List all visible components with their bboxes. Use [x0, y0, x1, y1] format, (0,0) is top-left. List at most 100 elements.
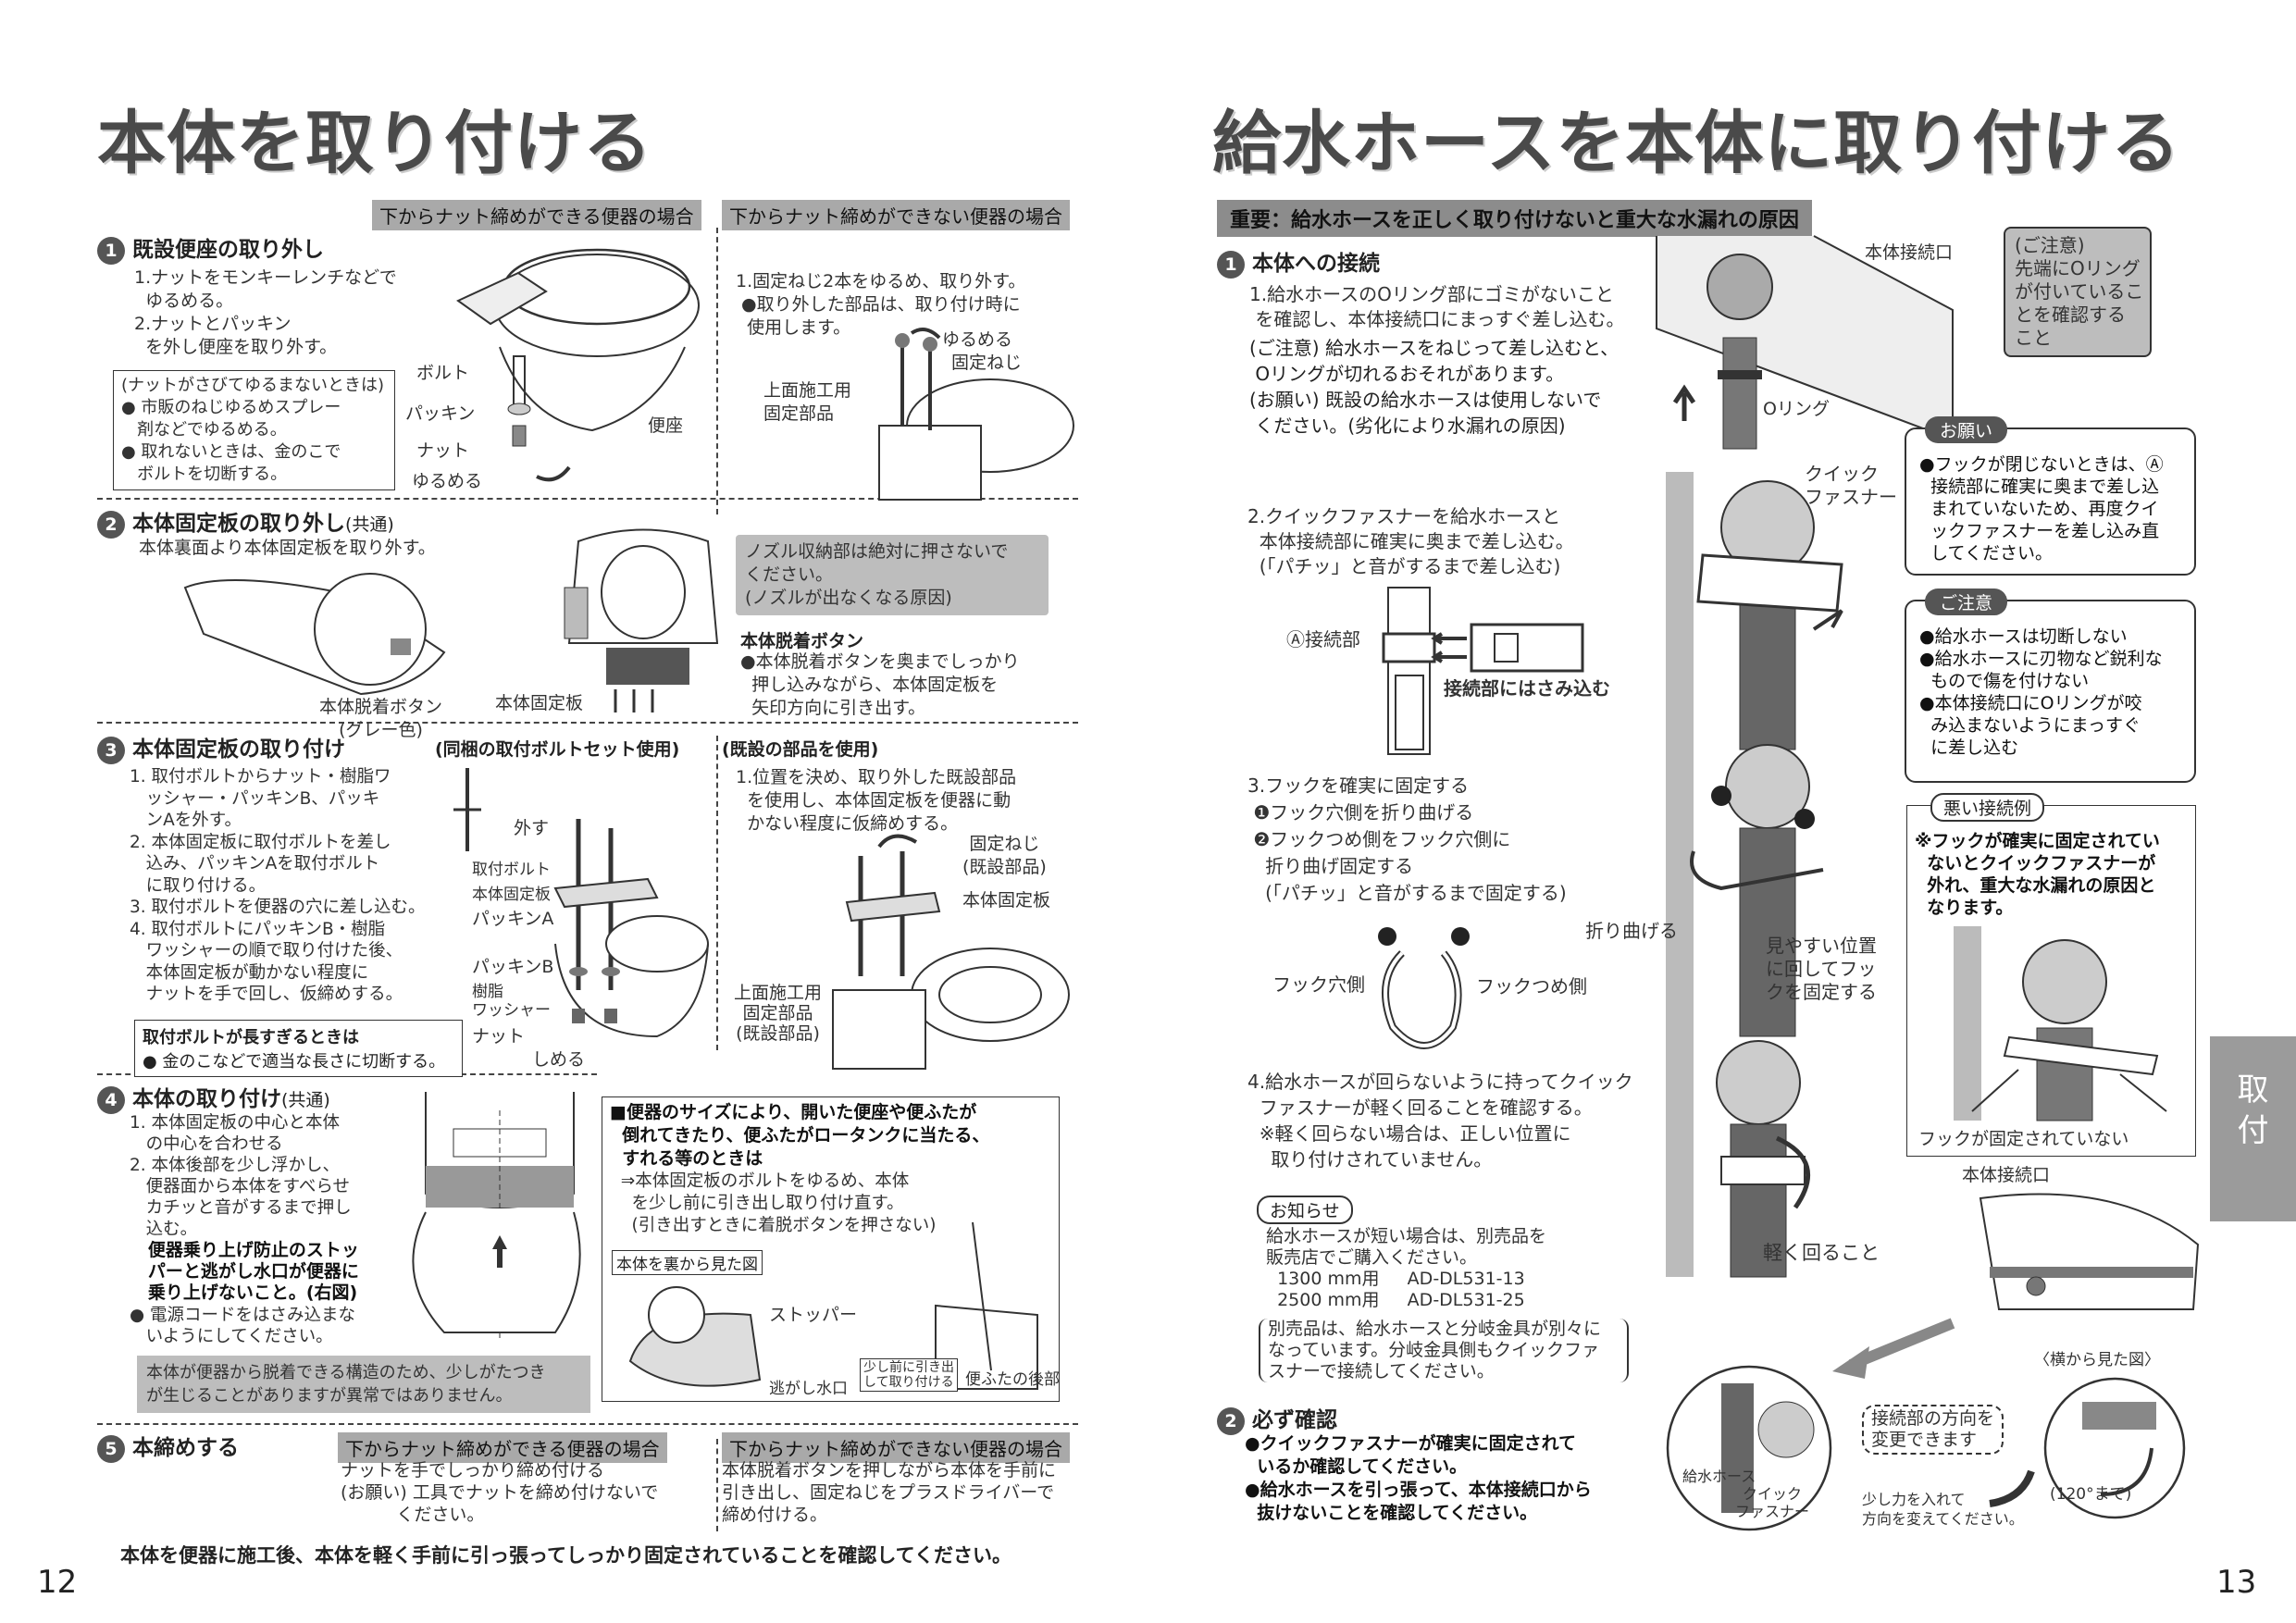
toilet-seat-illustration: [456, 248, 700, 482]
bad-example-box: 悪い接続例 ※フックが確実に固定されてい ないとクイックファスナーが 外れ、重大…: [1906, 793, 2196, 1157]
body-alignment-illustration: [412, 1092, 581, 1342]
section-divider: [97, 722, 1078, 724]
oring-caution-box: (ご注意) 先端にOリング が付いているこ とを確認する こと: [2004, 227, 2152, 357]
step3-subtitle-b: (既設の部品を使用): [722, 739, 879, 760]
important-warning-header: 重要：給水ホースを正しく取り付けないと重大な水漏れの原因: [1217, 200, 1812, 237]
label-release-button-gray: 本体脱着ボタン (グレー色): [319, 697, 443, 740]
header-nut-ok: 下からナット締めができる便器の場合: [372, 200, 701, 230]
step5-text-a: ナットを手でしっかり締め付ける (お願い) 工具でナットを締め付けないで くださ…: [341, 1460, 659, 1525]
zoom-circles: [1666, 1365, 2186, 1531]
label-top-parts-existing: 上面施工用 固定部品 (既設部品): [734, 983, 823, 1044]
label-plate-s3: 本体固定板: [472, 886, 551, 904]
step-number: 1: [1217, 250, 1245, 279]
step3-title: 3 本体固定板の取り付け: [97, 731, 345, 764]
request-box: お願い ●フックが閉じないときは、Ⓐ 接続部に確実に奥まで差し込 まれていないた…: [1905, 416, 2196, 576]
label-loosen: ゆるめる: [412, 471, 483, 491]
rattle-note: 本体が便器から脱着できる構造のため、少しがたつき が生じることがありますが異常で…: [137, 1356, 590, 1413]
label-packing-a: パッキンA: [472, 909, 554, 929]
label-hook-hole: フック穴側: [1272, 973, 1365, 996]
label-fix-screw-existing: 固定ねじ (既設部品): [962, 834, 1047, 877]
label-apply-force: 少し力を入れて 方向を変えてください。: [1862, 1491, 2024, 1528]
step-title-text: 本体固定板の取り付け: [132, 737, 345, 762]
step-title-text: 本体固定板の取り外し: [132, 512, 345, 536]
label-tighten: しめる: [532, 1049, 586, 1070]
column-divider: [716, 1439, 718, 1531]
step-title-text: 本体への接続: [1252, 252, 1380, 276]
step5-text-b: 本体脱着ボタンを押しながら本体を手前に 引き出し、固定ねじをプラスドライバーで …: [722, 1460, 1057, 1525]
step-title-text: 既設便座の取り外し: [132, 238, 324, 262]
label-resin-washer: 樹脂 ワッシャー: [472, 983, 551, 1020]
caution-pill: ご注意: [1925, 588, 2008, 615]
request-text: ●フックが閉じないときは、Ⓐ 接続部に確実に奥まで差し込 まれていないため、再度…: [1919, 454, 2164, 564]
notice-pill: お知らせ: [1257, 1196, 1353, 1224]
step5-header-b: 下からナット締めができない便器の場合: [722, 1432, 1070, 1463]
step1b-instructions: 1.固定ねじ2本をゆるめ、取り外す。 ●取り外した部品は、取り付け時に 使用しま…: [736, 271, 1026, 338]
back-view-label: 本体を裏から見た図: [612, 1250, 763, 1275]
label-direction-change: 接続部の方向を 変更できます: [1862, 1405, 2004, 1455]
top-mount-illustration: [878, 328, 1074, 501]
step-number: 4: [97, 1085, 125, 1114]
side-view-illustration: [1979, 1193, 2200, 1310]
step-title-text: 必ず確認: [1252, 1408, 1337, 1432]
bad-example-text: ※フックが確実に固定されてい ないとクイックファスナーが 外れ、重大な水漏れの原…: [1915, 831, 2160, 918]
hook-fix-photo: [1666, 740, 1824, 1037]
label-plate-s3b: 本体固定板: [962, 890, 1051, 911]
page-number-left: 12: [37, 1564, 78, 1601]
step-number: 5: [97, 1434, 125, 1463]
step-title-text: 本体の取り付け: [132, 1087, 281, 1111]
label-turn-lightly: 軽く回ること: [1763, 1242, 1880, 1264]
label-fix-screw: 固定ねじ: [951, 353, 1023, 373]
install-side-tab[interactable]: 取 付: [2210, 1036, 2296, 1221]
step2-instructions: 本体裏面より本体固定板を取り外す。: [139, 538, 436, 558]
request-pill: お願い: [1925, 416, 2008, 443]
connect-step4-text: 4.給水ホースが回らないように持ってクイック ファスナーが軽く回ることを確認する…: [1247, 1071, 1633, 1171]
header-nut-ng: 下からナット締めができない便器の場合: [722, 200, 1070, 230]
box-text: ● 金のこなどで適当な長さに切断する。: [143, 1052, 446, 1072]
label-bolt: ボルト: [416, 363, 470, 383]
step1-instructions: 1.ナットをモンキーレンチなどで ゆるめる。 2.ナットとパッキン を外し便座を…: [134, 267, 397, 357]
label-inlet: 本体接続口: [1865, 242, 1954, 263]
label-fix-plate: 本体固定板: [495, 693, 584, 713]
label-drain: 逃がし水口: [769, 1380, 848, 1398]
step-number: 2: [1217, 1406, 1245, 1435]
bad-example-pill: 悪い接続例: [1930, 793, 2045, 822]
label-fold: 折り曲げる: [1585, 920, 1678, 942]
direction-arrow: [1832, 1318, 1955, 1379]
label-clamp: 接続部にはさみ込む: [1444, 677, 1610, 700]
page-title-left: 本体を取り付ける: [97, 104, 652, 183]
label-quick-fastener: クイック ファスナー: [1805, 463, 1897, 508]
must-check-text: ●クイックファスナーが確実に固定されて いるか確認してください。 ●給水ホースを…: [1245, 1433, 1592, 1523]
notice-text: 給水ホースが短い場合は、別売品を 販売店でご購入ください。 1300 mm用 A…: [1266, 1226, 1547, 1310]
bolt-too-long-box: 取付ボルトが長すぎるときは ● 金のこなどで適当な長さに切断する。: [134, 1020, 463, 1077]
label-inlet-2: 本体接続口: [1962, 1165, 2051, 1185]
column-divider: [716, 736, 718, 1050]
label-oring: Oリング: [1763, 399, 1830, 419]
label-seat: 便座: [648, 415, 684, 436]
step3b-instructions: 1.位置を決め、取り外した既設部品 を使用し、本体固定板を便器に動 かない程度に…: [736, 767, 1017, 834]
nozzle-warning: ノズル収納部は絶対に押さないで ください。 (ノズルが出なくなる原因): [736, 535, 1049, 615]
section-divider: [97, 1423, 1078, 1425]
box-title: 取付ボルトが長すぎるときは: [143, 1028, 359, 1047]
notice-box: 別売品は、給水ホースと分岐金具が別々に なっています。分岐金具側もクイックファ …: [1259, 1319, 1629, 1382]
connect-step1-cautions: (ご注意) 給水ホースをねじって差し込むと、 Oリングが切れるおそれがあります。…: [1249, 337, 1620, 437]
label-120-deg: (120°まで): [2050, 1485, 2132, 1504]
quick-fastener-photo: [1666, 472, 1843, 750]
quick-fastener-diagram: [1382, 587, 1584, 755]
common-tag: (共通): [281, 1090, 330, 1110]
step4-instructions: 1. 本体固定板の中心と本体 の中心を合わせる 2. 本体後部を少し浮かし、 便…: [130, 1113, 352, 1239]
connect-step1-text: 1.給水ホースのOリング部にゴミがないこと を確認し、本体接続口にまっすぐ差し込…: [1249, 283, 1625, 330]
bad-hook-illustration: [1954, 926, 2167, 1121]
caution-box: ご注意 ●給水ホースは切断しない ●給水ホースに刃物など鋭利な もので傷を付けな…: [1905, 588, 2196, 783]
label-hose: 給水ホース: [1682, 1468, 1756, 1485]
label-joint-a: Ⓐ接続部: [1286, 628, 1360, 650]
step-number: 3: [97, 736, 125, 764]
step-number: 2: [97, 510, 125, 539]
page-number-right: 13: [2216, 1564, 2257, 1601]
connect-step1-title: 1 本体への接続: [1217, 245, 1380, 279]
hook-diagram: [1378, 927, 1470, 1049]
page-title-right: 給水ホースを本体に取り付ける: [1212, 104, 2181, 183]
step4-warning-bold: 便器乗り上げ防止のストッ パーと逃がし水口が便器に 乗り上げないこと。(右図): [147, 1240, 359, 1303]
